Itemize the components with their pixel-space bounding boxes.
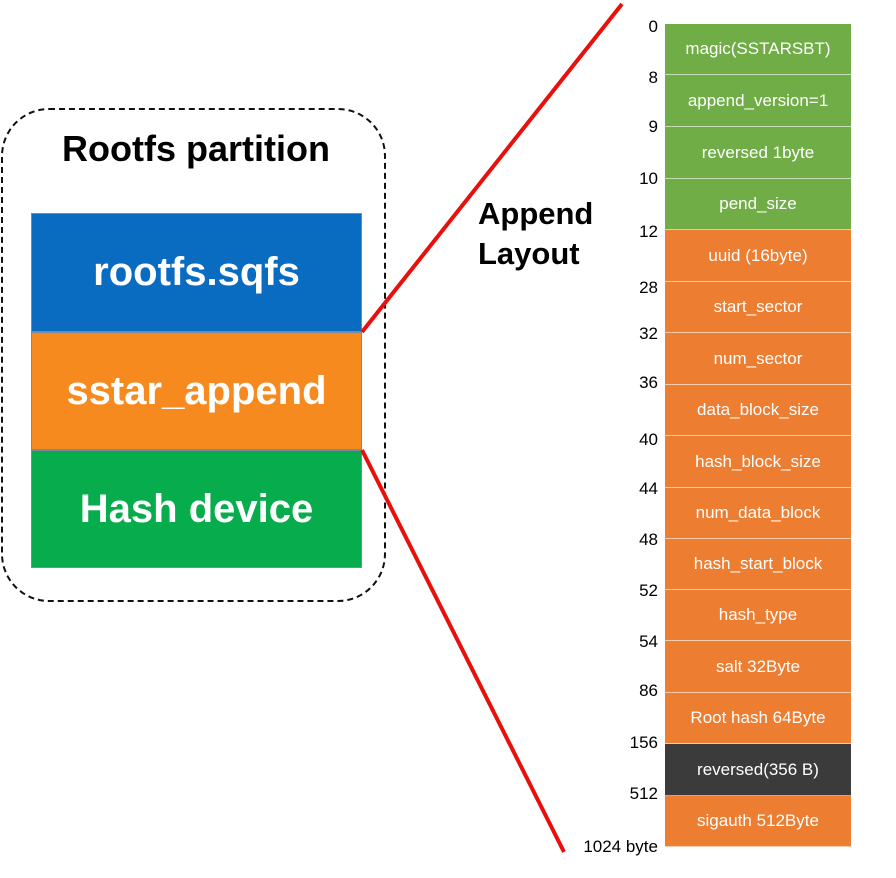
field-data-block-size: data_block_size [665,385,851,436]
offset-label: 1024 byte [583,837,658,856]
offset-label: 512 [629,784,658,803]
field-salt: salt 32Byte [665,641,851,693]
rootfs-sqfs-block: rootfs.sqfs [31,213,362,332]
field-reversed-1byte: reversed 1byte [665,127,851,179]
sstar-append-block: sstar_append [31,332,362,450]
partition-title: Rootfs partition [62,128,330,169]
offset-label: 40 [639,430,658,449]
rootfs-partition-frame [1,108,386,602]
field-sigauth: sigauth 512Byte [665,796,851,847]
offset-label: 156 [629,733,658,752]
field-num-sector: num_sector [665,333,851,385]
offset-label: 8 [648,68,658,87]
field-start-sector: start_sector [665,282,851,333]
offset-label: 28 [639,278,658,297]
field-magic: magic(SSTARSBT) [665,24,851,75]
field-hash-block-size: hash_block_size [665,436,851,488]
offset-label: 9 [648,117,658,136]
field-append-version: append_version=1 [665,75,851,127]
offset-label: 0 [648,17,658,36]
hash-device-block: Hash device [31,450,362,568]
offset-label: 32 [639,324,658,343]
field-hash-start-block: hash_start_block [665,539,851,590]
append-layout-title: Append Layout [478,194,593,274]
field-pend-size: pend_size [665,179,851,230]
connector-line-top [360,2,624,334]
offset-label: 52 [639,581,658,600]
layout-title-line1: Append [478,196,594,231]
offset-label: 48 [639,530,658,549]
offset-label: 54 [639,632,658,651]
field-reversed-356: reversed(356 B) [665,744,851,796]
field-hash-type: hash_type [665,590,851,641]
offset-label: 86 [639,681,658,700]
field-uuid: uuid (16byte) [665,230,851,282]
offset-label: 44 [639,479,658,498]
layout-title-line2: Layout [478,236,580,271]
offset-label: 10 [639,169,658,188]
field-root-hash: Root hash 64Byte [665,693,851,744]
connector-line-bottom [360,449,566,853]
field-num-data-block: num_data_block [665,488,851,539]
offset-label: 12 [639,222,658,241]
offset-label: 36 [639,373,658,392]
